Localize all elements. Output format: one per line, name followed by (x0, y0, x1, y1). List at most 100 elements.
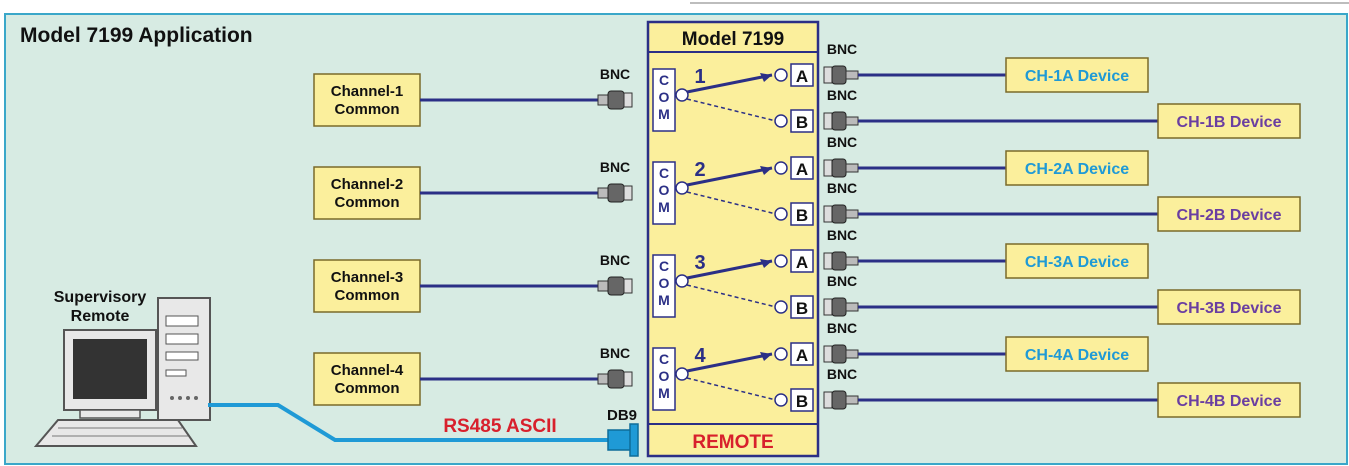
channel-4-switch-arm (686, 352, 773, 373)
channel-1-a-bnc-tip (823, 66, 833, 84)
channel-1-switch-b-dashed (686, 98, 777, 122)
drive-bay-3 (165, 351, 199, 361)
channel-2-device-b-box (1157, 196, 1301, 232)
channel-2-switch-arm (686, 166, 773, 187)
bnc-left-connector-1 (597, 94, 609, 106)
channel-1-common-label-line2: Common (335, 101, 400, 118)
channel-3-number: 3 (694, 252, 705, 274)
channel-1-a-box (790, 63, 814, 87)
channel-2-b-label: B (796, 206, 808, 225)
monitor-screen (73, 339, 147, 399)
channel-3-b-label: B (796, 299, 808, 318)
bnc-left-connector-tip-4 (623, 371, 633, 387)
channel-2-a-bnc-tip (823, 159, 833, 177)
remote-label: REMOTE (692, 432, 773, 453)
channel-2-device-a-box (1005, 150, 1149, 186)
channel-1-number: 1 (694, 66, 705, 88)
channel-3-device-b-label: CH-3B Device (1177, 300, 1282, 317)
channel-4-a-box (790, 342, 814, 366)
channel-3-b-bnc-label: BNC (827, 273, 857, 289)
channel-4-device-b-box (1157, 382, 1301, 418)
channel-4-a-bnc-label: BNC (827, 320, 857, 336)
db9-connector (607, 423, 639, 457)
channel-4-b-bnc-label: BNC (827, 366, 857, 382)
channel-2-a-box (790, 156, 814, 180)
channel-2-contact-a (774, 161, 788, 175)
channel-4-contact-a (774, 347, 788, 361)
supervisory-remote-computer: Supervisory Remote (33, 289, 211, 447)
channel-4-com-letter-3: M (658, 385, 670, 401)
bnc-left-connector-tip-3 (623, 278, 633, 294)
channel-2-com-letter-2: O (659, 182, 670, 198)
channel-4-b-bnc-body (831, 390, 847, 410)
channel-1-a-label: A (796, 67, 808, 86)
channel-2-switch-arrowhead (760, 166, 772, 175)
channel-4-device-a-label: CH-4A Device (1025, 347, 1129, 364)
bnc-left-connector-tip-1 (623, 92, 633, 108)
channel-4-com-letter-1: C (659, 351, 669, 367)
bnc-left-connector-body-1 (607, 90, 625, 110)
channel-2-common-label-line2: Common (335, 194, 400, 211)
channel-1-com-letter-2: O (659, 89, 670, 105)
channel-3-switch-arm (686, 259, 773, 280)
channel-3-a-bnc (845, 256, 859, 266)
channel-3-common-label-line1: Channel-3 (331, 269, 404, 286)
channel-3-common-bnc-label: BNC (600, 252, 630, 268)
bnc-left-connector-tip-2 (623, 185, 633, 201)
channel-1-com-letter-3: M (658, 106, 670, 122)
channel-3-common-box (313, 259, 421, 313)
channel-3-common-label-line2: Common (335, 287, 400, 304)
channel-4-a-label: A (796, 346, 808, 365)
drive-bay-2 (165, 333, 199, 345)
channel-4-b-box (790, 388, 814, 412)
channel-4-switch-b-dashed (686, 377, 777, 401)
bnc-left-connector-body-2 (607, 183, 625, 203)
channel-3-switch-pivot (675, 274, 689, 288)
diagram-title: Model 7199 Application (20, 24, 253, 47)
channel-3-b-bnc-tip (823, 298, 833, 316)
channel-3-device-a-box (1005, 243, 1149, 279)
channel-4-common-label-line1: Channel-4 (331, 362, 404, 379)
channel-2-contact-b (774, 207, 788, 221)
channel-4-device-a-box (1005, 336, 1149, 372)
channel-3-b-bnc (845, 302, 859, 312)
keyboard (33, 419, 198, 447)
channel-2-common-label-line1: Channel-2 (331, 176, 404, 193)
supervisory-label-line2: Remote (71, 308, 130, 325)
channel-2-a-label: A (796, 160, 808, 179)
channel-2-b-bnc-body (831, 204, 847, 224)
channel-2-device-a-label: CH-2A Device (1025, 161, 1129, 178)
drive-bay-4 (165, 369, 187, 377)
channel-1-com-block (652, 68, 676, 132)
channel-1-b-bnc (845, 116, 859, 126)
channel-3-b-box (790, 295, 814, 319)
channel-2-a-bnc-body (831, 158, 847, 178)
channel-1-b-bnc-body (831, 111, 847, 131)
channel-1-common-bnc-label: BNC (600, 66, 630, 82)
channel-3-com-letter-2: O (659, 275, 670, 291)
channel-1-switch-arm (686, 73, 773, 94)
channel-1-switch-pivot (675, 88, 689, 102)
channel-3-switch-arrowhead (760, 259, 772, 268)
channel-1-b-box (790, 109, 814, 133)
channel-4-a-bnc (845, 349, 859, 359)
channel-2-com-block (652, 161, 676, 225)
channel-4-b-bnc-tip (823, 391, 833, 409)
channel-3-contact-a (774, 254, 788, 268)
channel-2-b-box (790, 202, 814, 226)
channel-3-a-label: A (796, 253, 808, 272)
channel-1-a-bnc (845, 70, 859, 80)
channel-2-device-b-label: CH-2B Device (1177, 207, 1282, 224)
monitor-stand (79, 409, 141, 419)
rs485-cable (208, 403, 610, 442)
channel-3-a-bnc-body (831, 251, 847, 271)
channel-2-com-letter-1: C (659, 165, 669, 181)
channel-4-common-bnc-label: BNC (600, 345, 630, 361)
channel-4-device-b-label: CH-4B Device (1177, 393, 1282, 410)
channel-2-number: 2 (694, 159, 705, 181)
channel-4-com-letter-2: O (659, 368, 670, 384)
channel-2-b-bnc-tip (823, 205, 833, 223)
